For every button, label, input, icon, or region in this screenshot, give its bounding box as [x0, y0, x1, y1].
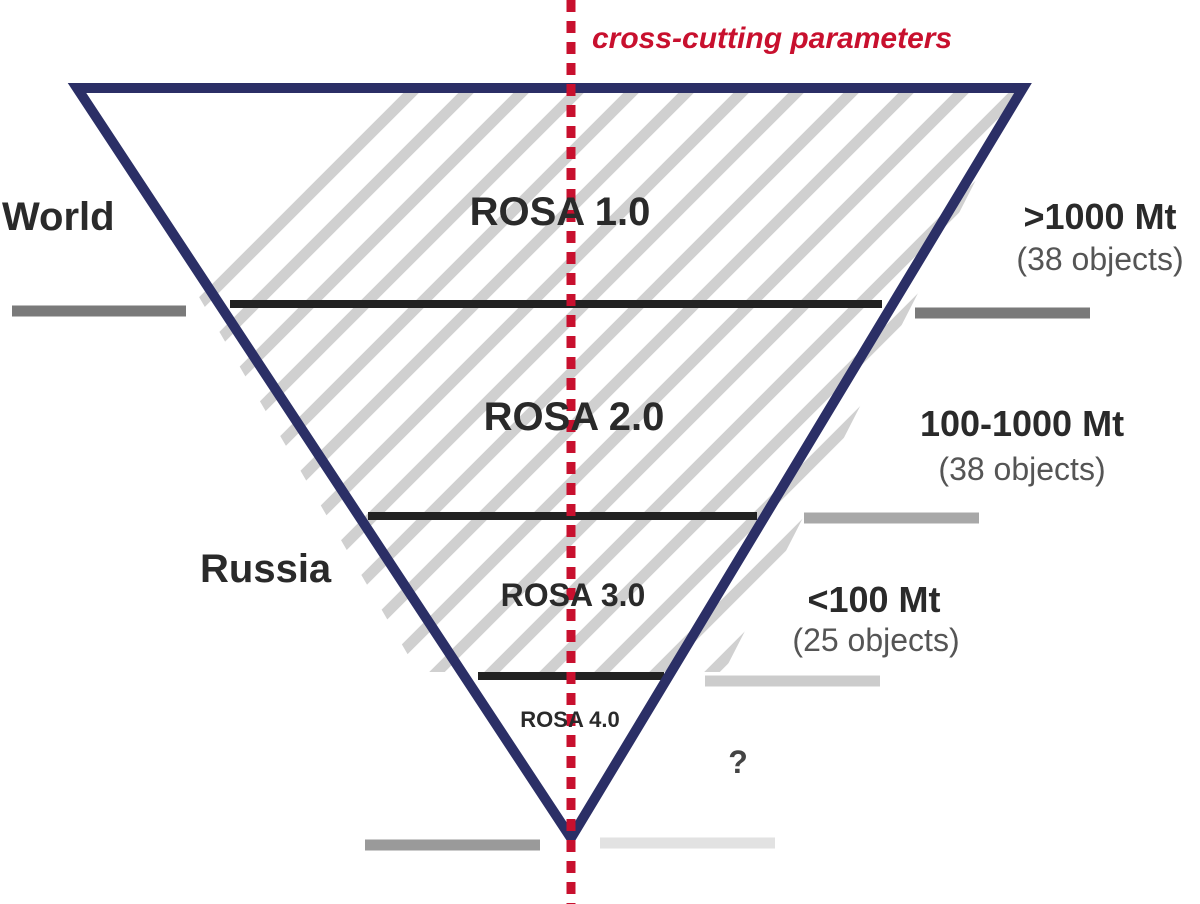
tier-1-name: ROSA 1.0: [470, 190, 651, 234]
russia-label: Russia: [200, 547, 332, 591]
hatch-line: [586, 88, 1023, 672]
hatch-line: [77, 88, 508, 672]
tier-4-size: ?: [728, 744, 748, 780]
tier-4-name: ROSA 4.0: [520, 707, 619, 732]
hatch-line: [311, 88, 1023, 672]
tier-3-objects: (25 objects): [792, 622, 959, 658]
hatch-line: [77, 88, 783, 672]
inverted-triangle: [67, 83, 1032, 848]
hatch-line: [77, 88, 893, 672]
tier-3-name: ROSA 3.0: [501, 577, 646, 613]
hatch-line: [201, 88, 1023, 672]
world-label: World: [2, 195, 115, 239]
tier-3-size: <100 Mt: [807, 579, 940, 620]
tier-1-size: >1000 Mt: [1023, 196, 1176, 237]
tier-1-objects: (38 objects): [1016, 241, 1183, 277]
hatch-line: [1140, 0, 1200, 904]
hatch-line: [77, 88, 948, 672]
tier-2-name: ROSA 2.0: [484, 395, 665, 439]
hatch-line: [1195, 0, 1200, 904]
cross-cutting-label: cross-cutting parameters: [592, 22, 952, 55]
tier-2-objects: (38 objects): [938, 451, 1105, 487]
hatch-line: [366, 88, 1023, 672]
hatch-line: [77, 88, 838, 672]
hatch-line: [146, 88, 1023, 672]
hatch-line: [91, 88, 1003, 672]
tier-2-size: 100-1000 Mt: [920, 403, 1124, 444]
